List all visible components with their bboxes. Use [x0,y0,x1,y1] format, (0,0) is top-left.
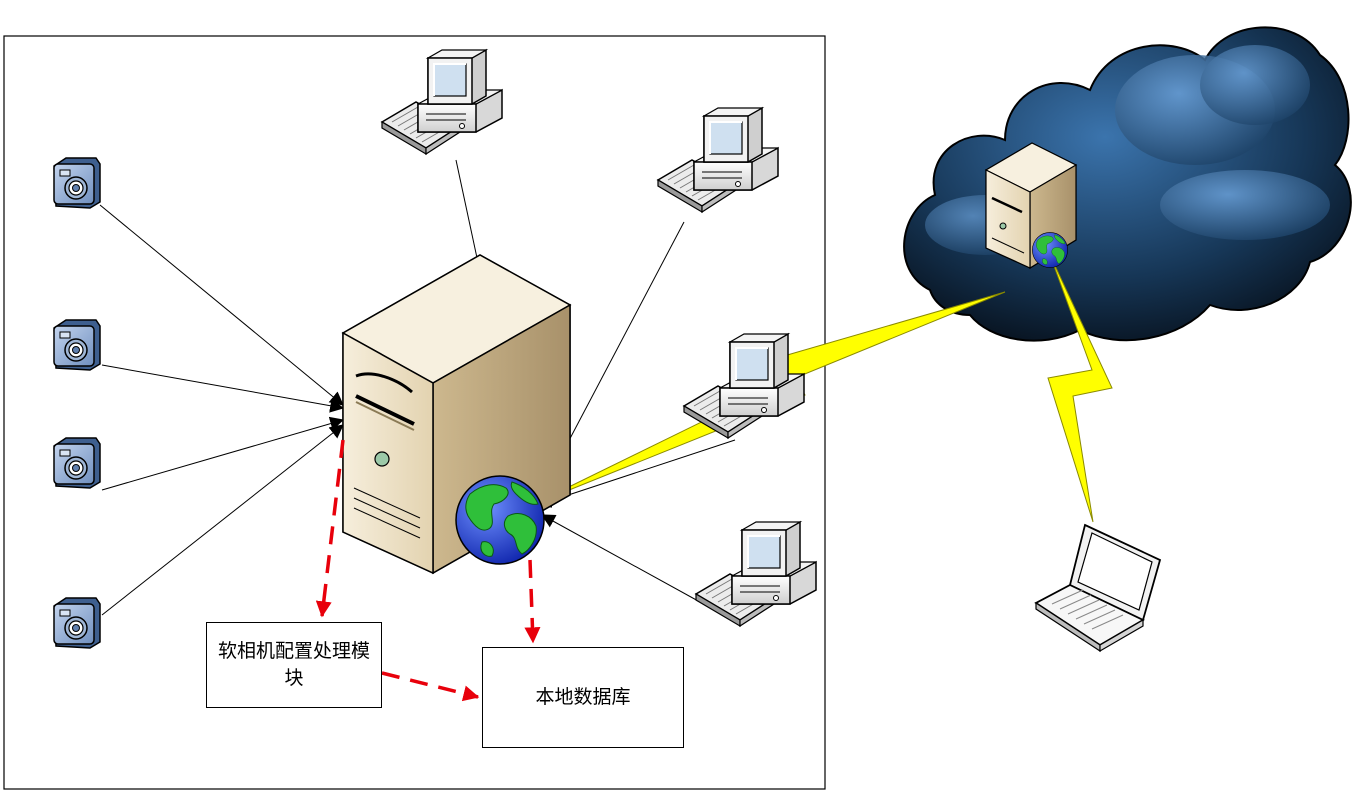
camera-2-link [101,364,345,413]
laptop-icon [1034,523,1162,653]
camera-4-link [101,424,344,616]
camera-icon [53,437,101,489]
camera-1-link [99,204,344,406]
desktop-pc-icon [657,107,779,213]
server-to-db-arrow [524,559,541,644]
camera-icon [53,597,101,649]
desktop-pc-icon [683,333,805,439]
desktop-pc-icon [381,49,503,155]
pc-3-link [536,439,736,508]
local-database-box: 本地数据库 [482,647,684,748]
config-to-db-arrow [381,671,480,702]
globe-icon [455,475,545,565]
wireless-link-cloud-to-laptop [1047,254,1113,523]
local-database-label: 本地数据库 [535,686,631,708]
local-system-boundary [3,35,826,790]
camera-icon [53,319,101,371]
pc-4-link [540,514,701,603]
config-module-label: 软相机配置处理模块 [217,640,370,689]
camera-icon [53,157,101,209]
globe-icon [1032,232,1068,268]
data-flow-arrows [315,439,541,702]
camera-3-link [101,416,345,491]
server-to-config-arrow [315,439,345,618]
config-module-box: 软相机配置处理模块 [206,622,382,708]
cloud-icon [903,26,1352,342]
desktop-pc-icon [695,521,817,627]
